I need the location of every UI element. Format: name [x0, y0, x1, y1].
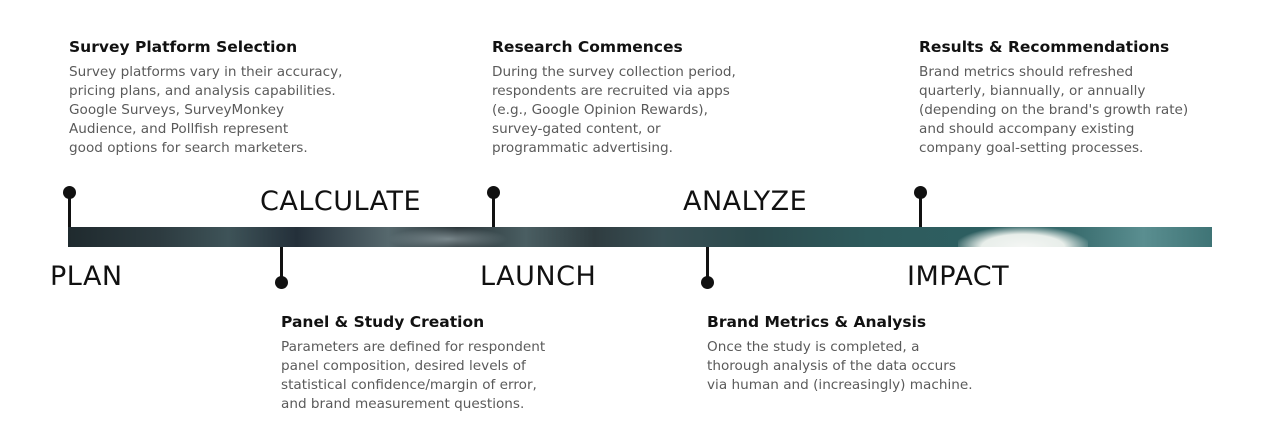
step-research-commences: Research Commences During the survey col…	[492, 38, 822, 158]
marker-dot-launch	[487, 186, 500, 199]
step-description-line: Survey platforms vary in their accuracy,	[69, 63, 343, 80]
step-description-line: good options for search marketers.	[69, 139, 308, 156]
step-description-line: company goal-setting processes.	[919, 139, 1144, 156]
phase-label-launch: LAUNCH	[480, 261, 597, 292]
step-survey-platform-selection: Survey Platform Selection Survey platfor…	[69, 38, 399, 158]
step-description-line: pricing plans, and analysis capabilities…	[69, 82, 336, 99]
timeline-bar	[68, 227, 1212, 247]
marker-stem-launch	[492, 193, 495, 227]
step-results-recommendations: Results & Recommendations Brand metrics …	[919, 38, 1249, 158]
step-description-line: respondents are recruited via apps	[492, 82, 730, 99]
step-description-line: programmatic advertising.	[492, 139, 673, 156]
step-description-line: quarterly, biannually, or annually	[919, 82, 1146, 99]
step-description-line: thorough analysis of the data occurs	[707, 357, 956, 374]
timeline-bar-highlight	[388, 227, 508, 247]
step-title: Research Commences	[492, 38, 683, 56]
step-description-line: (e.g., Google Opinion Rewards),	[492, 101, 708, 118]
step-description-line: Google Surveys, SurveyMonkey	[69, 101, 285, 118]
step-title: Brand Metrics & Analysis	[707, 313, 927, 331]
marker-dot-analyze	[701, 276, 714, 289]
phase-label-analyze: ANALYZE	[683, 186, 808, 217]
step-description-line: survey-gated content, or	[492, 120, 661, 137]
step-brand-metrics-analysis: Brand Metrics & Analysis Once the study …	[707, 313, 1037, 395]
step-description-line: Audience, and Pollfish represent	[69, 120, 289, 137]
marker-stem-plan	[68, 193, 71, 227]
step-description-line: Parameters are defined for respondent	[281, 338, 546, 355]
step-title: Survey Platform Selection	[69, 38, 298, 56]
step-description-line: Once the study is completed, a	[707, 338, 920, 355]
marker-dot-impact	[914, 186, 927, 199]
timeline-bar-glow	[958, 227, 1088, 247]
marker-stem-impact	[919, 193, 922, 227]
step-title: Panel & Study Creation	[281, 313, 485, 331]
step-description-line: During the survey collection period,	[492, 63, 736, 80]
step-description-line: Brand metrics should refreshed	[919, 63, 1134, 80]
phase-label-plan: PLAN	[50, 261, 123, 292]
phase-label-impact: IMPACT	[907, 261, 1010, 292]
step-description-line: statistical confidence/margin of error,	[281, 376, 537, 393]
step-title: Results & Recommendations	[919, 38, 1170, 56]
marker-dot-plan	[63, 186, 76, 199]
step-description-line: and should accompany existing	[919, 120, 1135, 137]
marker-dot-calculate	[275, 276, 288, 289]
step-description-line: panel composition, desired levels of	[281, 357, 526, 374]
phase-label-calculate: CALCULATE	[260, 186, 422, 217]
marker-stem-calculate	[280, 247, 283, 283]
step-description-line: via human and (increasingly) machine.	[707, 376, 973, 393]
marker-stem-analyze	[706, 247, 709, 283]
step-description-line: (depending on the brand's growth rate)	[919, 101, 1189, 118]
step-panel-study-creation: Panel & Study Creation Parameters are de…	[281, 313, 611, 414]
step-description-line: and brand measurement questions.	[281, 395, 525, 412]
